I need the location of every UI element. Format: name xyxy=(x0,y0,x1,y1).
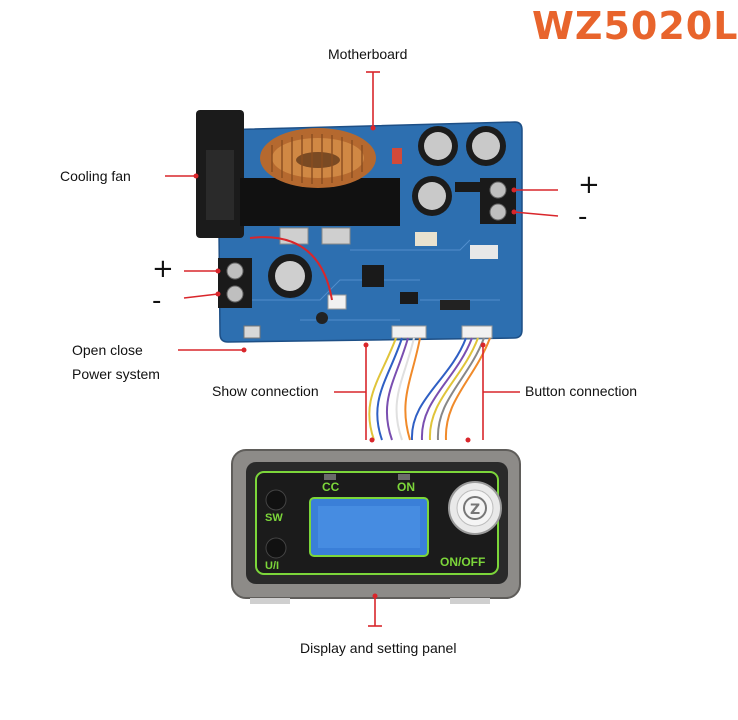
cc-label: CC xyxy=(322,480,340,494)
capacitors xyxy=(268,126,506,298)
button-connector xyxy=(461,325,493,339)
power-switch xyxy=(243,325,261,339)
button-connection-label: Button connection xyxy=(525,383,638,399)
cooling-fan-label: Cooling fan xyxy=(60,168,131,184)
resistor xyxy=(392,148,402,164)
input-terminal xyxy=(218,258,252,308)
module-diagram: Z xyxy=(165,71,559,627)
out-minus-sign: - xyxy=(578,202,588,232)
in-minus-sign: - xyxy=(152,286,162,316)
in-plus-sign: + xyxy=(152,254,174,284)
motherboard-label: Motherboard xyxy=(328,46,408,62)
show-connector xyxy=(391,325,427,339)
svg-text:Z: Z xyxy=(470,502,480,518)
onoff-label: ON/OFF xyxy=(440,555,486,569)
button-cable xyxy=(410,337,491,441)
sw-label: SW xyxy=(265,512,283,524)
ui-button-cap xyxy=(265,537,287,559)
sw-button-cap xyxy=(265,489,287,511)
pcb-label-box xyxy=(470,245,498,259)
callout-dots xyxy=(193,125,517,599)
product-title: WZ5020L xyxy=(532,4,738,48)
ic-chip xyxy=(440,300,470,310)
cc-led xyxy=(324,474,336,480)
on-label: ON xyxy=(397,480,415,494)
power-system-label: Power system xyxy=(72,366,160,382)
ui-label: U/I xyxy=(265,560,280,572)
out-plus-sign: + xyxy=(578,170,600,200)
callout-lines xyxy=(165,71,559,627)
show-cable xyxy=(368,337,421,441)
toroid-inductor xyxy=(260,128,376,188)
ic-chip xyxy=(362,265,384,287)
on-led xyxy=(398,474,410,480)
display-panel-label: Display and setting panel xyxy=(300,640,457,656)
ic-chip xyxy=(400,292,418,304)
output-terminal xyxy=(480,178,516,224)
inductor-small xyxy=(316,312,328,324)
fan-wire xyxy=(249,236,333,301)
display-panel: Z xyxy=(231,449,521,604)
open-close-label: Open close xyxy=(72,342,143,358)
power-logo-icon xyxy=(463,496,487,520)
component xyxy=(455,182,481,192)
fuse xyxy=(415,232,437,246)
show-connection-label: Show connection xyxy=(212,383,319,399)
